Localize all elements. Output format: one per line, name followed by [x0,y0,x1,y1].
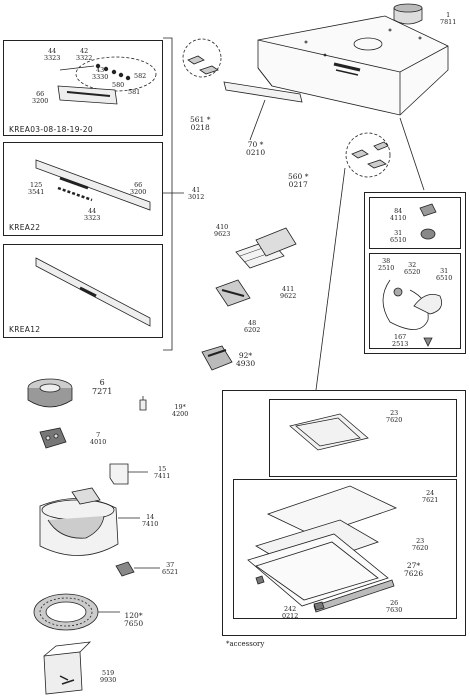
part-23a-drawing [289,413,369,451]
part-1-drawing [393,3,423,25]
panel-krea03-name: KREA03-08-18-19-20 [9,125,93,134]
lamp-holder-subbox [369,197,461,249]
part-6-drawing [27,378,73,408]
grease-filter-subbox [269,399,457,477]
label-part-70: 70 *0210 [246,140,266,157]
label-part-580: 580 [112,81,125,89]
lamp-accessory-box [364,192,466,354]
krea03-drawing [57,56,157,105]
part-519-drawing [43,641,92,695]
grease-filter-box [222,390,466,636]
lamp-accessory-drawing [382,203,443,347]
electronics-drawing [215,227,297,307]
part-7-drawing [39,427,67,449]
label-part-560: 560 *0217 [288,172,309,189]
label-part-92: 92*4930 [236,351,256,368]
label-part-120: 120*7650 [124,611,144,628]
part-70-drawing [223,81,303,141]
connector-lines [315,117,425,391]
label-part-582: 582 [134,72,147,80]
krea12-drawing [35,257,151,327]
part-19-drawing [139,396,147,411]
panel-krea22-name: KREA22 [9,223,41,232]
part-120-drawing [33,593,120,631]
control-panels-frame [163,37,184,351]
part-37-drawing [115,561,160,577]
part-15-drawing [109,463,148,485]
accessory-note: *accessory [226,640,265,648]
part-92-drawing [201,345,233,371]
panel-krea12-name: KREA12 [9,325,41,334]
part-560-drawing [345,132,391,178]
filter-stack-subbox [233,479,457,619]
label-part-27: 27*7626 [404,561,424,578]
part-561-drawing [182,38,222,78]
panel-krea22-box: KREA22 [3,142,163,236]
filter-stack-drawing [247,485,398,613]
panel-krea03-box: KREA03-08-18-19-20 [3,40,163,136]
hood-body-drawing [257,15,449,116]
panel-krea12-box: KREA12 [3,244,163,338]
label-part-19: 19*4200 [172,403,189,418]
label-part-581: 581 [128,88,141,96]
part-14-drawing [39,487,140,556]
krea22-drawing [35,159,151,211]
label-part-561: 561 *0218 [190,115,211,132]
lamp-bulb-subbox [369,253,461,349]
